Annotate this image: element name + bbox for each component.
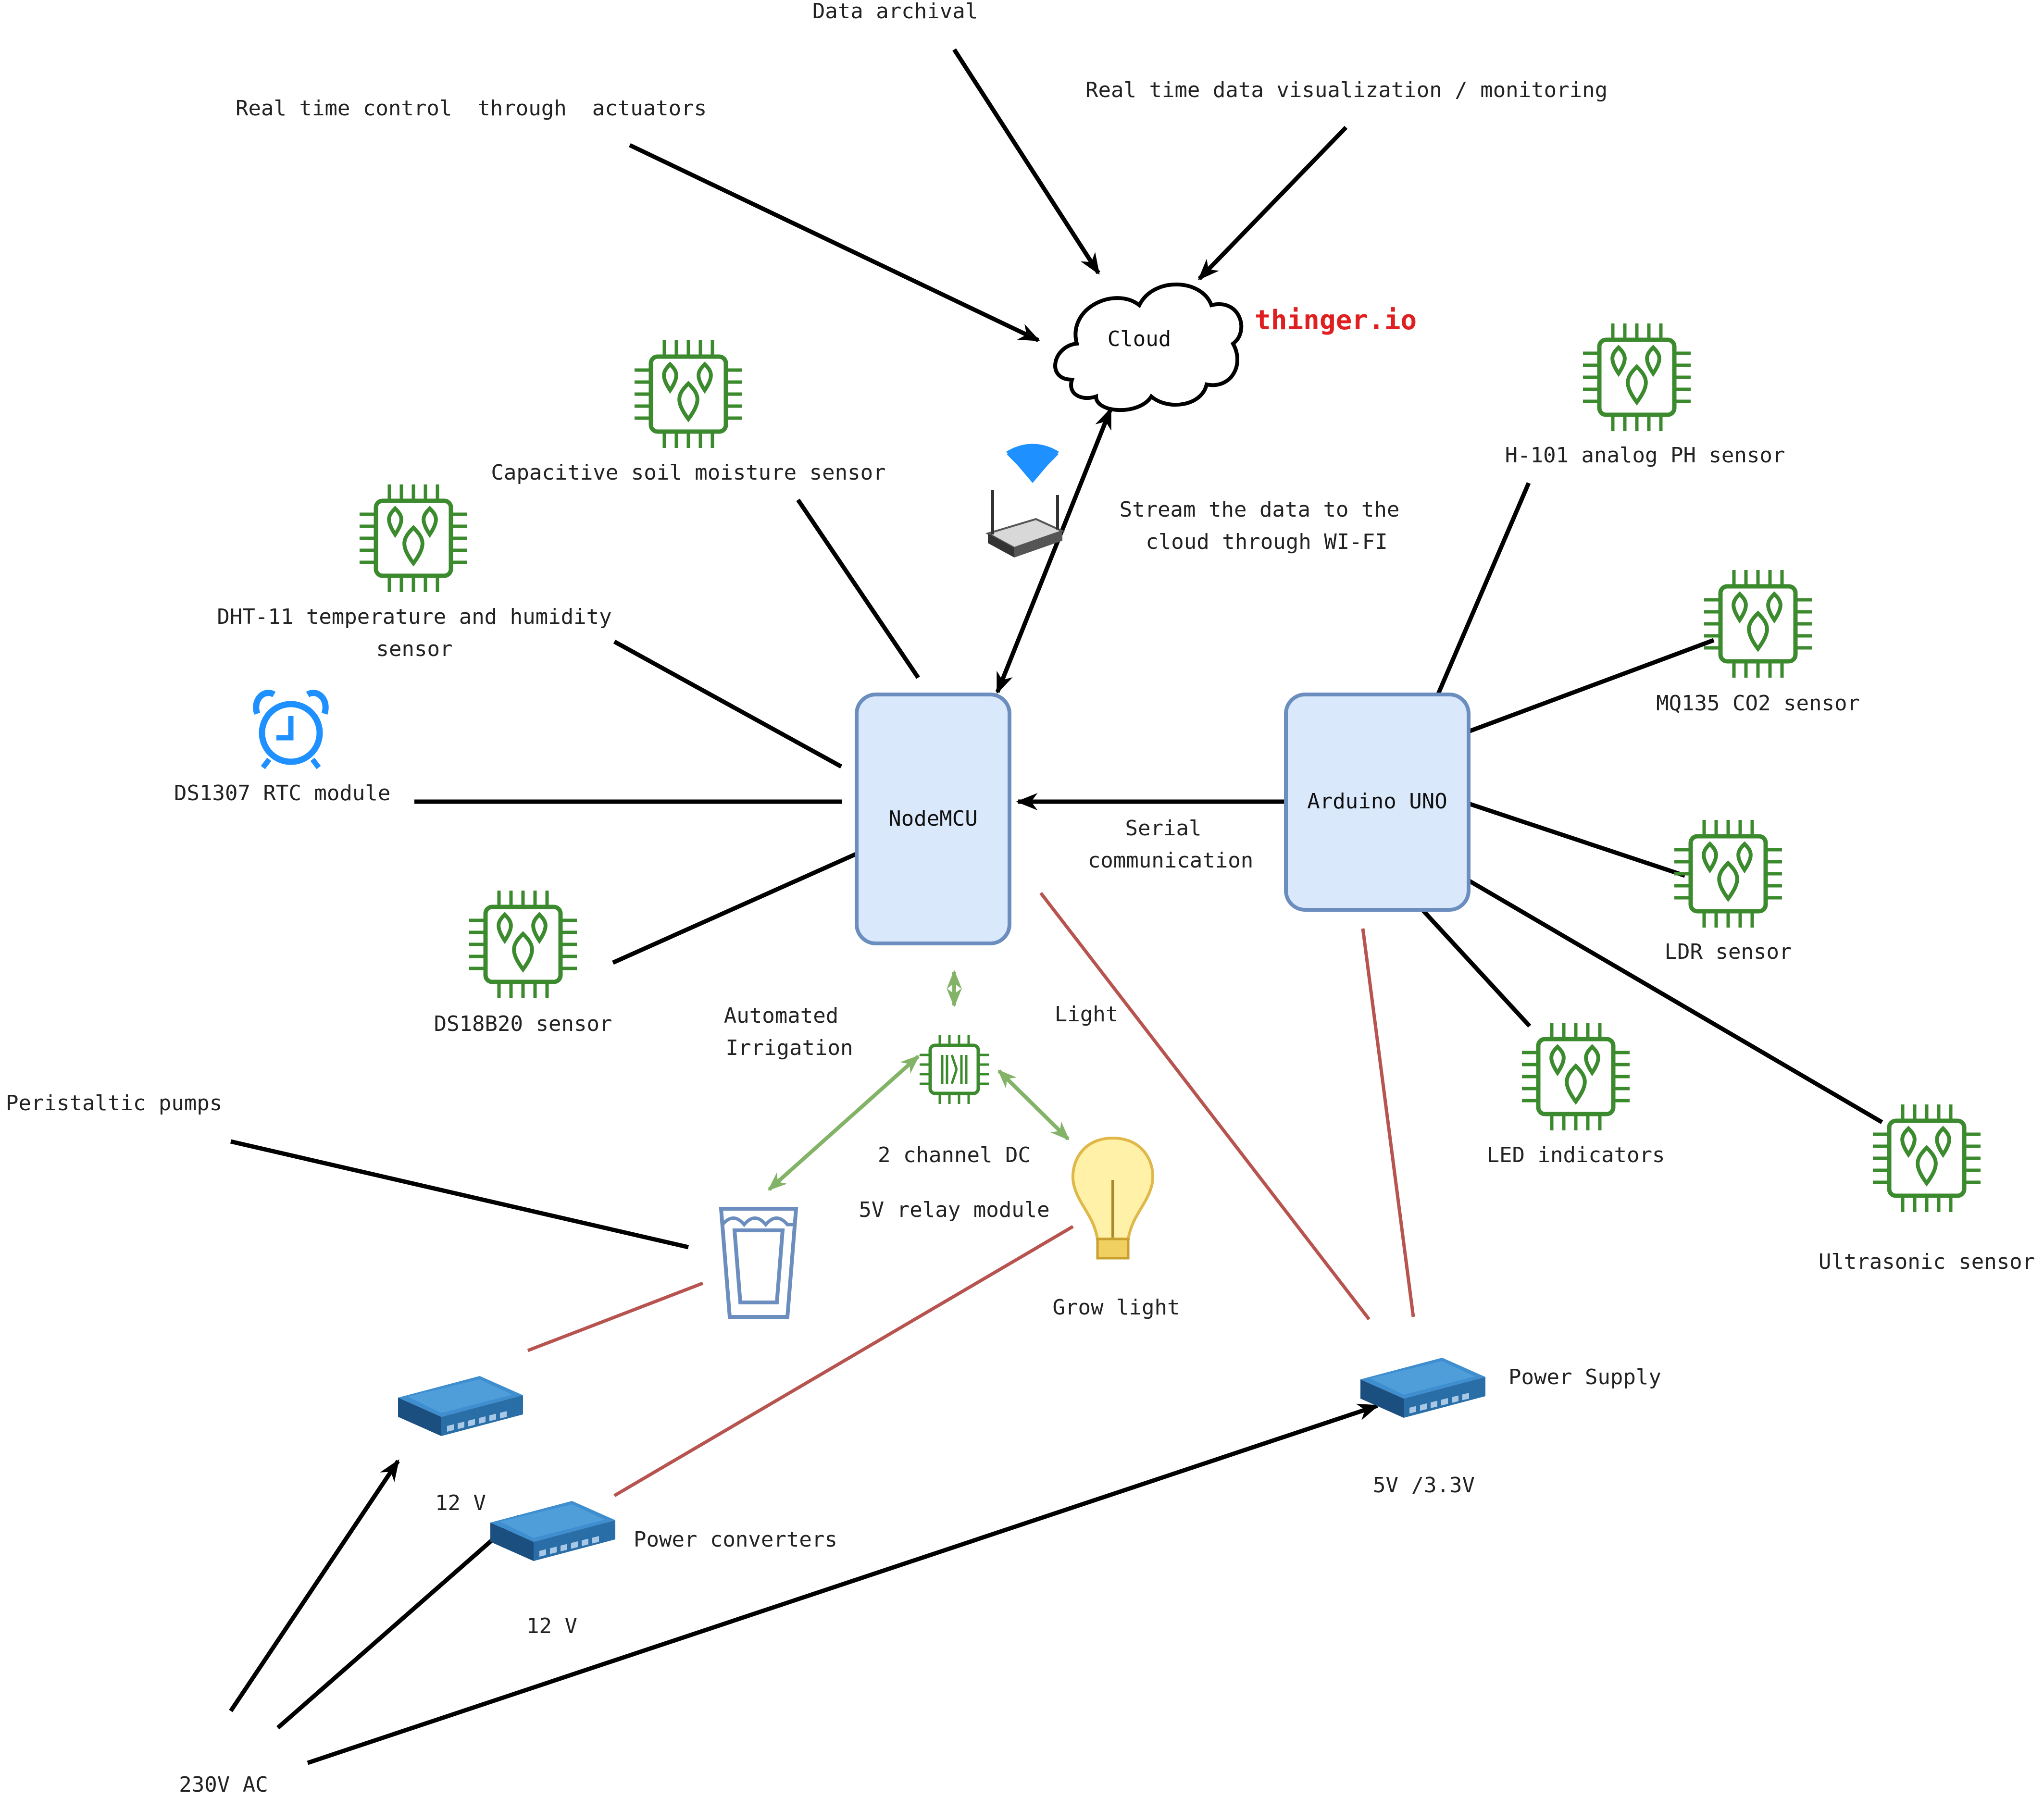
black-connectors bbox=[229, 48, 1883, 1765]
label-led: LED indicators bbox=[1487, 1143, 1665, 1167]
sensor-chip-icon bbox=[635, 340, 742, 448]
power-lines bbox=[527, 892, 1415, 1498]
label-serial-line1: Serial bbox=[1125, 816, 1202, 841]
edge-viz-to-cloud bbox=[1197, 125, 1348, 281]
water-glass-icon bbox=[719, 1207, 798, 1319]
label-realtime-viz: Real time data visualization / monitorin… bbox=[1085, 78, 1608, 102]
sensor-chip-icon bbox=[1583, 323, 1691, 431]
edge-ac-to-switch1 bbox=[229, 1459, 400, 1712]
alarm-clock-icon bbox=[253, 690, 329, 769]
sensor-chip-icon bbox=[1522, 1023, 1630, 1130]
edge-led-to-arduino bbox=[1420, 907, 1532, 1028]
power-line-nodemcu-supply bbox=[1039, 892, 1371, 1321]
nodemcu-node[interactable]: NodeMCU bbox=[855, 693, 1011, 945]
label-ldr: LDR sensor bbox=[1665, 940, 1792, 964]
cloud-node[interactable]: Cloud bbox=[1053, 282, 1244, 412]
cloud-label: Cloud bbox=[1108, 327, 1171, 351]
label-peristaltic: Peristaltic pumps bbox=[6, 1091, 222, 1115]
relay-arrow-bulb bbox=[997, 1069, 1070, 1140]
label-ds18b20: DS18B20 sensor bbox=[434, 1012, 612, 1036]
label-stream-line2: cloud through WI-FI bbox=[1146, 530, 1387, 554]
label-ds1307: DS1307 RTC module bbox=[174, 781, 390, 806]
edge-archival-to-cloud bbox=[952, 48, 1100, 275]
label-power-supply: Power Supply bbox=[1508, 1365, 1661, 1389]
power-line-switch1-glass bbox=[527, 1281, 704, 1352]
relay-label-line2: 5V relay module bbox=[859, 1198, 1049, 1222]
label-mq135: MQ135 CO2 sensor bbox=[1656, 691, 1860, 716]
edge-ds18b20-to-nodemcu bbox=[612, 851, 859, 965]
edge-pumps-to-glass bbox=[230, 1139, 689, 1250]
relay-arrow-glass bbox=[768, 1055, 920, 1191]
label-5v-33v: 5V /3.3V bbox=[1373, 1473, 1475, 1498]
sensor-chip-icon bbox=[1704, 570, 1812, 678]
relay-label-line1: 2 channel DC bbox=[878, 1143, 1031, 1167]
label-dht-line1: DHT-11 temperature and humidity bbox=[217, 605, 611, 629]
label-12v-b: 12 V bbox=[526, 1614, 577, 1638]
edge-ultrasonic-to-arduino bbox=[1467, 879, 1883, 1124]
arduino-uno-node[interactable]: Arduino UNO bbox=[1284, 693, 1471, 912]
sensor-chip-icon bbox=[469, 891, 577, 998]
label-grow-light: Grow light bbox=[1053, 1295, 1180, 1320]
label-data-archival: Data archival bbox=[812, 0, 978, 24]
network-switch-icon bbox=[398, 1376, 523, 1436]
sensor-chip-icon bbox=[360, 484, 467, 592]
label-230v-ac: 230V AC bbox=[179, 1772, 268, 1797]
relay-chip-icon bbox=[920, 1035, 989, 1104]
network-switch-icon bbox=[1360, 1358, 1485, 1418]
nodemcu-label: NodeMCU bbox=[888, 806, 977, 831]
edge-mq135-to-arduino bbox=[1468, 638, 1715, 734]
light-bulb-icon bbox=[1071, 1136, 1155, 1260]
edge-nodemcu-cloud bbox=[995, 407, 1113, 694]
label-irrigation-line2: Irrigation bbox=[726, 1036, 853, 1060]
edge-ph-to-arduino bbox=[1435, 482, 1531, 697]
label-irrigation-line1: Automated bbox=[724, 1004, 838, 1028]
power-line-switch2-bulb bbox=[613, 1225, 1074, 1498]
label-serial-line2: communication bbox=[1088, 848, 1253, 873]
label-power-converters: Power converters bbox=[634, 1527, 837, 1552]
edge-control-to-cloud bbox=[629, 143, 1041, 343]
label-h101: H-101 analog PH sensor bbox=[1505, 443, 1785, 468]
network-switch-icon bbox=[490, 1501, 615, 1561]
diagram-labels: Data archival Real time control through … bbox=[6, 0, 2035, 1797]
label-12v-a: 12 V bbox=[435, 1491, 486, 1515]
label-dht-line2: sensor bbox=[376, 637, 453, 661]
wifi-router-icon bbox=[985, 444, 1065, 558]
edge-ac-to-powersupply bbox=[307, 1403, 1380, 1765]
arduino-label: Arduino UNO bbox=[1307, 789, 1447, 814]
edge-ldr-to-arduino bbox=[1468, 801, 1686, 878]
label-light: Light bbox=[1055, 1002, 1118, 1027]
power-line-arduino-supply bbox=[1361, 928, 1415, 1317]
relay-arrows bbox=[768, 970, 1070, 1191]
label-capacitive: Capacitive soil moisture sensor bbox=[491, 460, 885, 485]
label-ultrasonic: Ultrasonic sensor bbox=[1819, 1250, 2035, 1274]
edge-ac-to-switch2 bbox=[276, 1514, 521, 1730]
label-realtime-control: Real time control through actuators bbox=[236, 96, 707, 121]
edge-dht-to-nodemcu bbox=[613, 640, 843, 768]
sensor-chip-icon bbox=[1674, 820, 1782, 928]
thinger-io-brand: thinger.io bbox=[1255, 305, 1417, 336]
edge-capacitive-to-nodemcu bbox=[796, 498, 920, 679]
label-stream-line1: Stream the data to the bbox=[1120, 497, 1400, 522]
sensor-chip-icon bbox=[1873, 1104, 1981, 1212]
